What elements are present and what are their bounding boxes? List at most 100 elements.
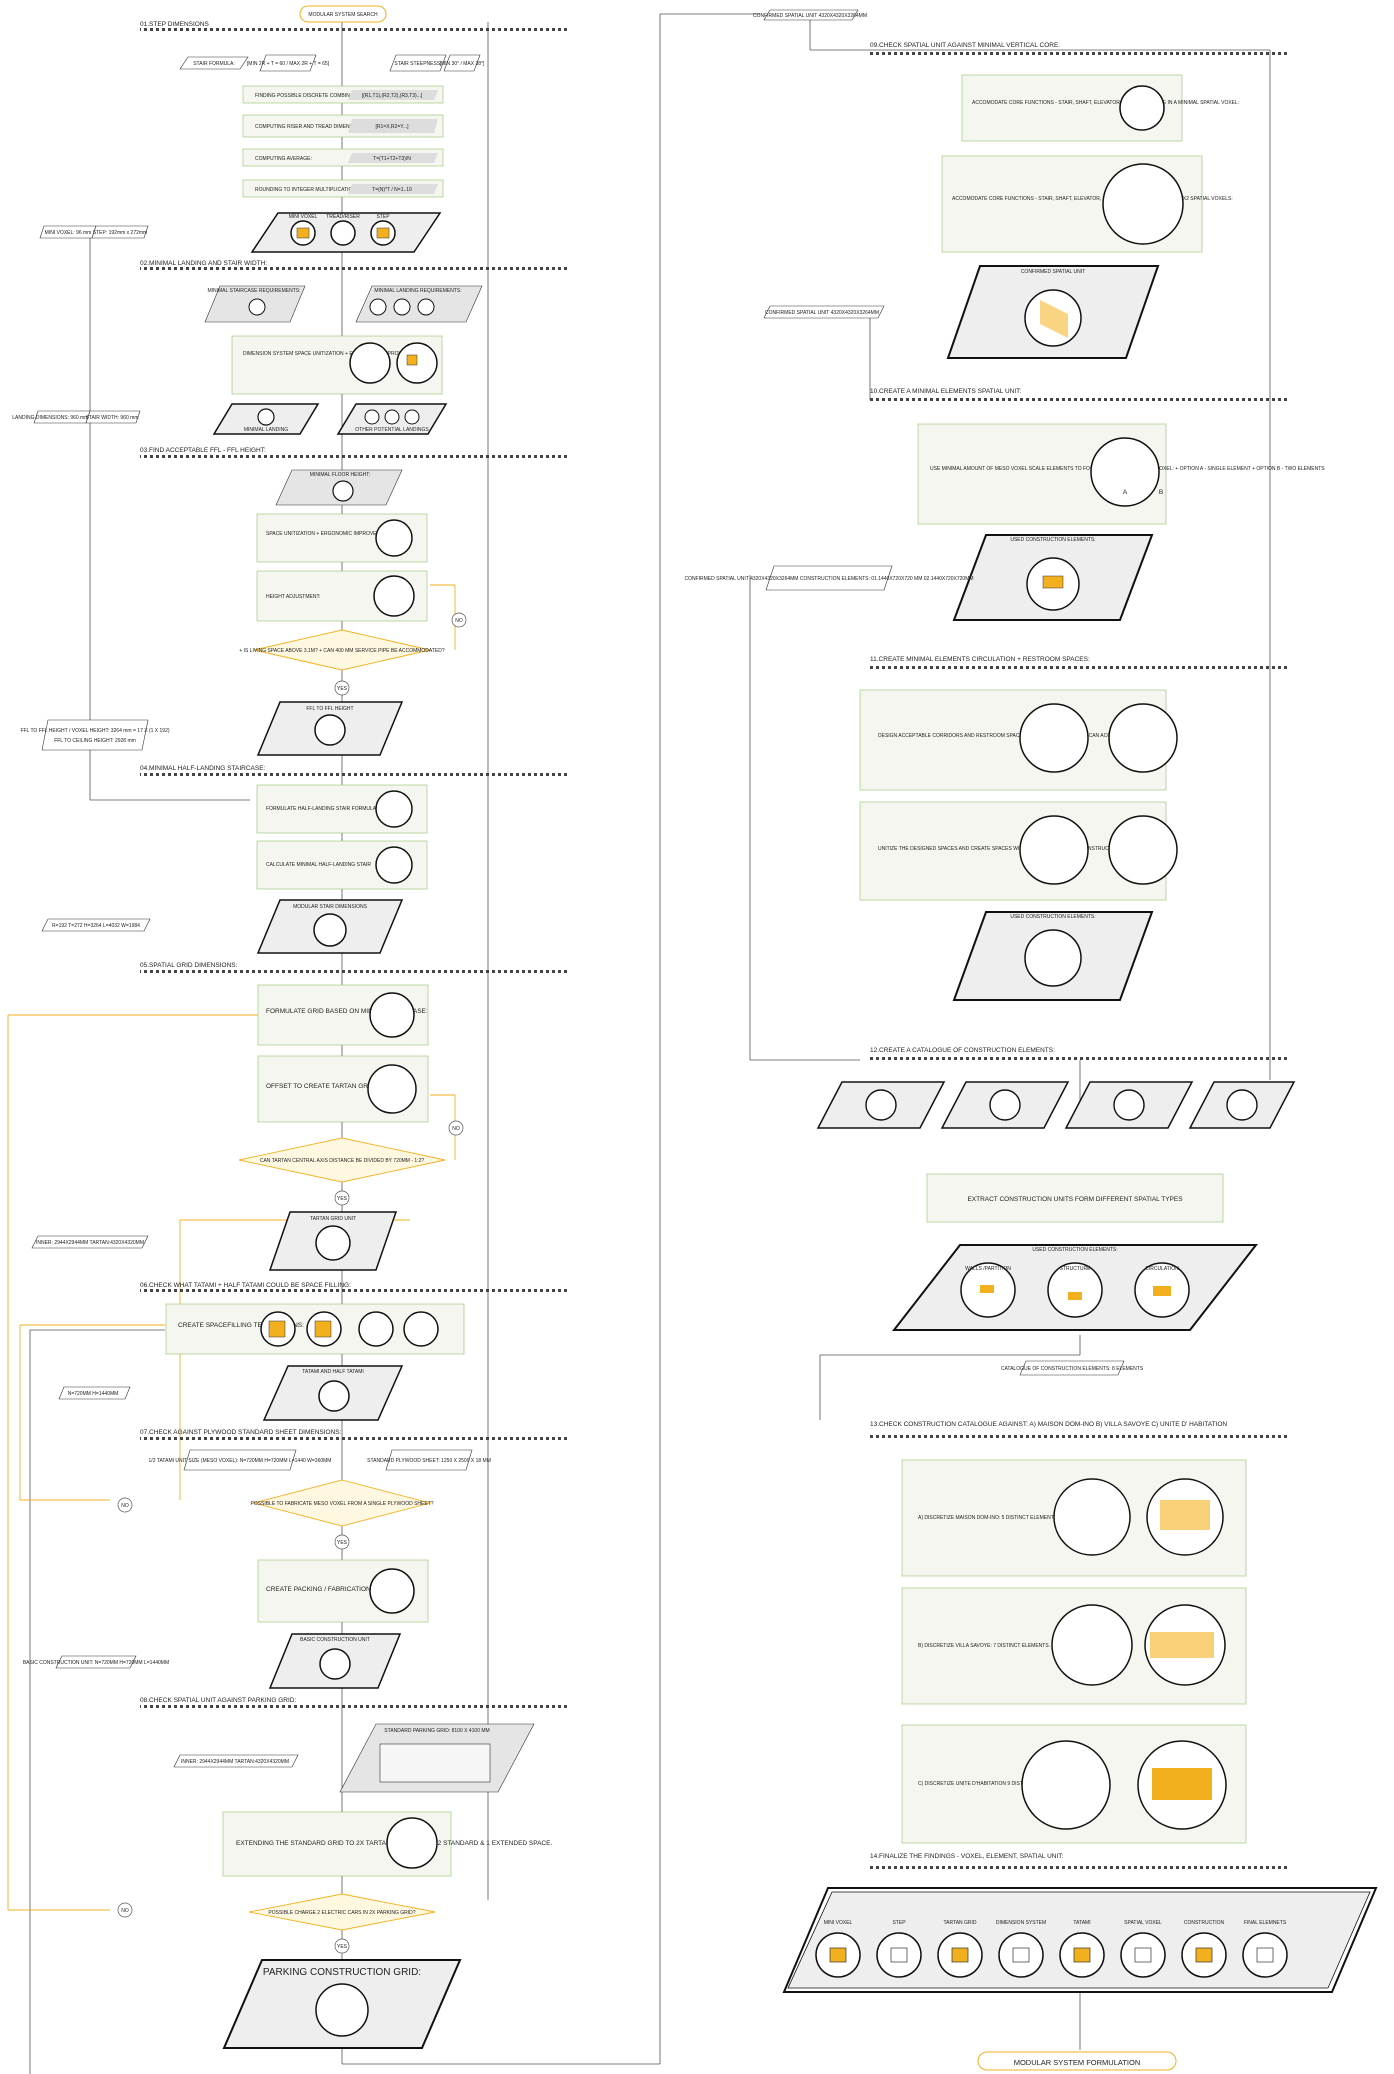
final-items: MINI VOXEL STEP TARTAN GRID DIMENSION SYSTE…	[815, 1920, 1288, 1978]
final-item-glyph	[1195, 1947, 1213, 1963]
svg-text:MINI VOXEL: 96 mm: MINI VOXEL: 96 mm	[45, 230, 92, 236]
svg-text:YES: YES	[337, 1196, 348, 1202]
process-step-3: COMPUTING AVERAGE: T=(T1+T2+T3)/N	[242, 148, 444, 167]
svg-text:OTHER POTENTIAL LANDINGS: OTHER POTENTIAL LANDINGS	[355, 427, 429, 433]
svg-text:STRUCTURE: STRUCTURE	[1060, 1266, 1091, 1272]
svg-text:FORMULATE GRID BASED ON MINIMA: FORMULATE GRID BASED ON MINIMAL STAIRCAS…	[266, 1008, 428, 1015]
section-divider	[870, 1866, 1288, 1869]
svg-text:[R1=X,R2=Y...]: [R1=X,R2=Y...]	[376, 124, 410, 130]
svg-text:CONFIRMED SPATIAL UNIT: CONFIRMED SPATIAL UNIT	[1021, 269, 1085, 275]
section-divider	[140, 773, 570, 776]
svg-text:NO: NO	[121, 1908, 129, 1914]
final-item-label: FINAL ELEMNETS	[1244, 1920, 1287, 1926]
svg-text:BASIC CONSTRUCTION UNIT: N=720: BASIC CONSTRUCTION UNIT: N=720MM H=720MM…	[23, 1660, 169, 1666]
svg-text:B) DISCRETIZE VILLA SAVOYE: 7: B) DISCRETIZE VILLA SAVOYE: 7 DISTINCT E…	[918, 1643, 1088, 1649]
process-step-2: COMPUTING RISER AND TREAD DIMENSIONS: [R…	[242, 114, 444, 138]
svg-text:USED CONSTRUCTION ELEMENTS:: USED CONSTRUCTION ELEMENTS:	[1032, 1247, 1117, 1253]
io-basic-unit	[55, 1655, 137, 1669]
final-item-glyph	[1073, 1947, 1091, 1963]
end-label: MODULAR SYSTEM FORMULATION	[1014, 2058, 1141, 2067]
svg-text:POSSIBLE TO FABRICATE MESO VOX: POSSIBLE TO FABRICATE MESO VOXEL FROM A …	[250, 1501, 433, 1507]
section-13-heading: 13.CHECK CONSTRUCTION CATALOGUE AGAINST:…	[870, 1421, 1227, 1428]
svg-text:PARKING CONSTRUCTION GRID:: PARKING CONSTRUCTION GRID:	[263, 1967, 421, 1978]
process-step-4: ROUNDING TO INTEGER MULTIPLICATION: T=(N…	[242, 179, 444, 198]
io-stair-steepness-value	[443, 54, 481, 72]
stair-steepness-label: STAIR STEEPNESS:	[394, 61, 441, 67]
svg-text:MINIMAL FLOOR HEIGHT:: MINIMAL FLOOR HEIGHT:	[310, 472, 370, 478]
final-item-label: STEP	[892, 1920, 906, 1926]
process-step-1: FINDING POSSIBLE DISCRETE COMBINATIONS: …	[242, 85, 444, 104]
svg-text:C) DISCRETIZE UNITE D'HABITATI: C) DISCRETIZE UNITE D'HABITATION 9 DISTI…	[918, 1781, 1110, 1787]
section-divider	[140, 267, 570, 270]
svg-text:CREATE SPACEFILLING TESSELATIO: CREATE SPACEFILLING TESSELATIONS:	[178, 1322, 304, 1329]
stair-formula-label: STAIR FORMULA:	[193, 61, 235, 67]
svg-text:POSSIBLE CHARGE 2 ELECTRIC CAR: POSSIBLE CHARGE 2 ELECTRIC CARS IN 2X PA…	[268, 1910, 415, 1916]
svg-text:USED CONSTRUCTION ELEMENTS:: USED CONSTRUCTION ELEMENTS:	[1010, 537, 1095, 543]
svg-text:STANDARD PARKING GRID: 8100 X: STANDARD PARKING GRID: 8100 X 4100 MM	[384, 1728, 489, 1734]
svg-text:EXTRACT CONSTRUCTION UNITS FOR: EXTRACT CONSTRUCTION UNITS FORM DIFFEREN…	[967, 1196, 1183, 1203]
io-stair-formula-value	[259, 54, 317, 72]
svg-text:CONFIRMED SPATIAL UNIT 4320X43: CONFIRMED SPATIAL UNIT 4320X4320X3264MM	[753, 13, 867, 19]
decision-tartan	[238, 1137, 446, 1183]
final-item-label: CONSTRUCTION	[1184, 1920, 1225, 1926]
svg-text:FFL TO CEILING HEIGHT: 2928 mm: FFL TO CEILING HEIGHT: 2928 mm	[54, 738, 136, 744]
section-divider	[140, 1437, 570, 1440]
section-06-heading: 06.CHECK WHAT TATAMI + HALF TATAMI COULD…	[140, 1282, 351, 1289]
stair-formula-value: [MIN 2R + T = 60 / MAX 2R + T = 65]	[247, 61, 330, 67]
section-07-heading: 07.CHECK AGAINST PLYWOOD STANDARD SHEET …	[140, 1429, 342, 1436]
svg-text:INNER: 2944X2944MM TARTAN:4320: INNER: 2944X2944MM TARTAN:4320X4320MM	[36, 1240, 144, 1246]
svg-text:CIRCULATION: CIRCULATION	[1145, 1266, 1179, 1272]
final-item-label: TATAMI	[1073, 1920, 1090, 1926]
io-ffl	[41, 719, 149, 751]
final-item-label: SPATIAL VOXEL	[1124, 1920, 1162, 1926]
svg-text:N=720MM H=1440MM: N=720MM H=1440MM	[68, 1391, 119, 1397]
section-divider	[140, 970, 570, 973]
final-item-glyph	[1134, 1947, 1152, 1963]
svg-text:BASIC CONSTRUCTION UNIT: BASIC CONSTRUCTION UNIT	[300, 1637, 370, 1643]
connector-lines	[29, 13, 1271, 2074]
final-item-glyph	[890, 1947, 908, 1963]
svg-text:T=(N)*T / N=1..10: T=(N)*T / N=1..10	[372, 187, 412, 193]
svg-text:DIMENSION SYSTEM SPACE UNITIZA: DIMENSION SYSTEM SPACE UNITIZATION + ERG…	[243, 351, 420, 357]
mini-voxel-label: MINI VOXEL	[289, 214, 318, 220]
svg-text:COMPUTING RISER AND TREAD DIME: COMPUTING RISER AND TREAD DIMENSIONS:	[255, 124, 367, 130]
section-05-heading: 05.SPATIAL GRID DIMENSIONS:	[140, 962, 238, 969]
section-divider	[870, 398, 1288, 401]
svg-text:MINIMAL STAIRCASE REQUIREMENTS: MINIMAL STAIRCASE REQUIREMENTS:	[207, 288, 300, 294]
svg-text:UNITIZE THE DESIGNED SPACES AN: UNITIZE THE DESIGNED SPACES AND CREATE S…	[878, 846, 1139, 852]
svg-text:CONFIRMED SPATIAL UNIT 4320X43: CONFIRMED SPATIAL UNIT 4320X4320X3264MM …	[684, 576, 973, 582]
section-10-heading: 10.CREATE A MINIMAL ELEMENTS SPATIAL UNI…	[870, 388, 1021, 395]
svg-text:CREATE PACKING / FABRICATION F: CREATE PACKING / FABRICATION FILE	[266, 1586, 387, 1593]
io-step	[91, 225, 149, 239]
svg-text:ACCOMODATE CORE FUNCTIONS - ST: ACCOMODATE CORE FUNCTIONS - STAIR, SHAFT…	[952, 196, 1233, 202]
io-stair-dims	[41, 918, 151, 932]
svg-text:MINIMAL LANDING REQUIREMENTS:: MINIMAL LANDING REQUIREMENTS:	[374, 288, 461, 294]
tread-riser-icon	[330, 220, 356, 246]
svg-text:T=(T1+T2+T3)/N: T=(T1+T2+T3)/N	[373, 156, 411, 162]
svg-text:NO: NO	[455, 618, 463, 624]
svg-text:YES: YES	[337, 1540, 348, 1546]
svg-text:OFFSET TO CREATE TARTAN GRID:: OFFSET TO CREATE TARTAN GRID:	[266, 1083, 376, 1090]
svg-text:NO: NO	[121, 1503, 129, 1509]
decision-plywood	[252, 1479, 432, 1527]
io-confirmed-unit	[763, 305, 885, 319]
final-item-label: MINI VOXEL	[824, 1920, 853, 1926]
svg-text:R=192 T=272 H=3264 L=4032 W=19: R=192 T=272 H=3264 L=4032 W=1984	[52, 923, 140, 929]
final-item-glyph	[951, 1947, 969, 1963]
section-divider	[870, 1057, 1288, 1060]
svg-text:MODULAR STAIR DIMENSIONS: MODULAR STAIR DIMENSIONS	[293, 904, 367, 910]
end-terminal	[977, 2051, 1177, 2071]
svg-text:FFL TO FFL HEIGHT: FFL TO FFL HEIGHT	[306, 706, 353, 712]
io-confirmed-elements	[765, 565, 893, 591]
section-divider	[870, 666, 1288, 669]
svg-text:LANDING DIMENSIONS: 960 mm x 9: LANDING DIMENSIONS: 960 mm x 960 mm	[12, 415, 111, 421]
section-01-heading: 01.STEP DIMENSIONS	[140, 21, 210, 28]
svg-text:CAN TARTAN CENTRAL AXIS DISTAN: CAN TARTAN CENTRAL AXIS DISTANCE BE DIVI…	[260, 1158, 425, 1164]
svg-text:TATAMI AND HALF TATAMI: TATAMI AND HALF TATAMI	[302, 1369, 364, 1375]
start-label: MODULAR SYSTEM SEARCH	[308, 12, 378, 18]
svg-text:1/2 TATAMI UNIT SIZE (MESO VOX: 1/2 TATAMI UNIT SIZE (MESO VOXEL): N=720…	[149, 1458, 332, 1464]
io-stair-width	[85, 410, 141, 424]
final-item-label: TARTAN GRID	[943, 1920, 976, 1926]
final-item-label: DIMENSION SYSTEM	[996, 1920, 1046, 1926]
